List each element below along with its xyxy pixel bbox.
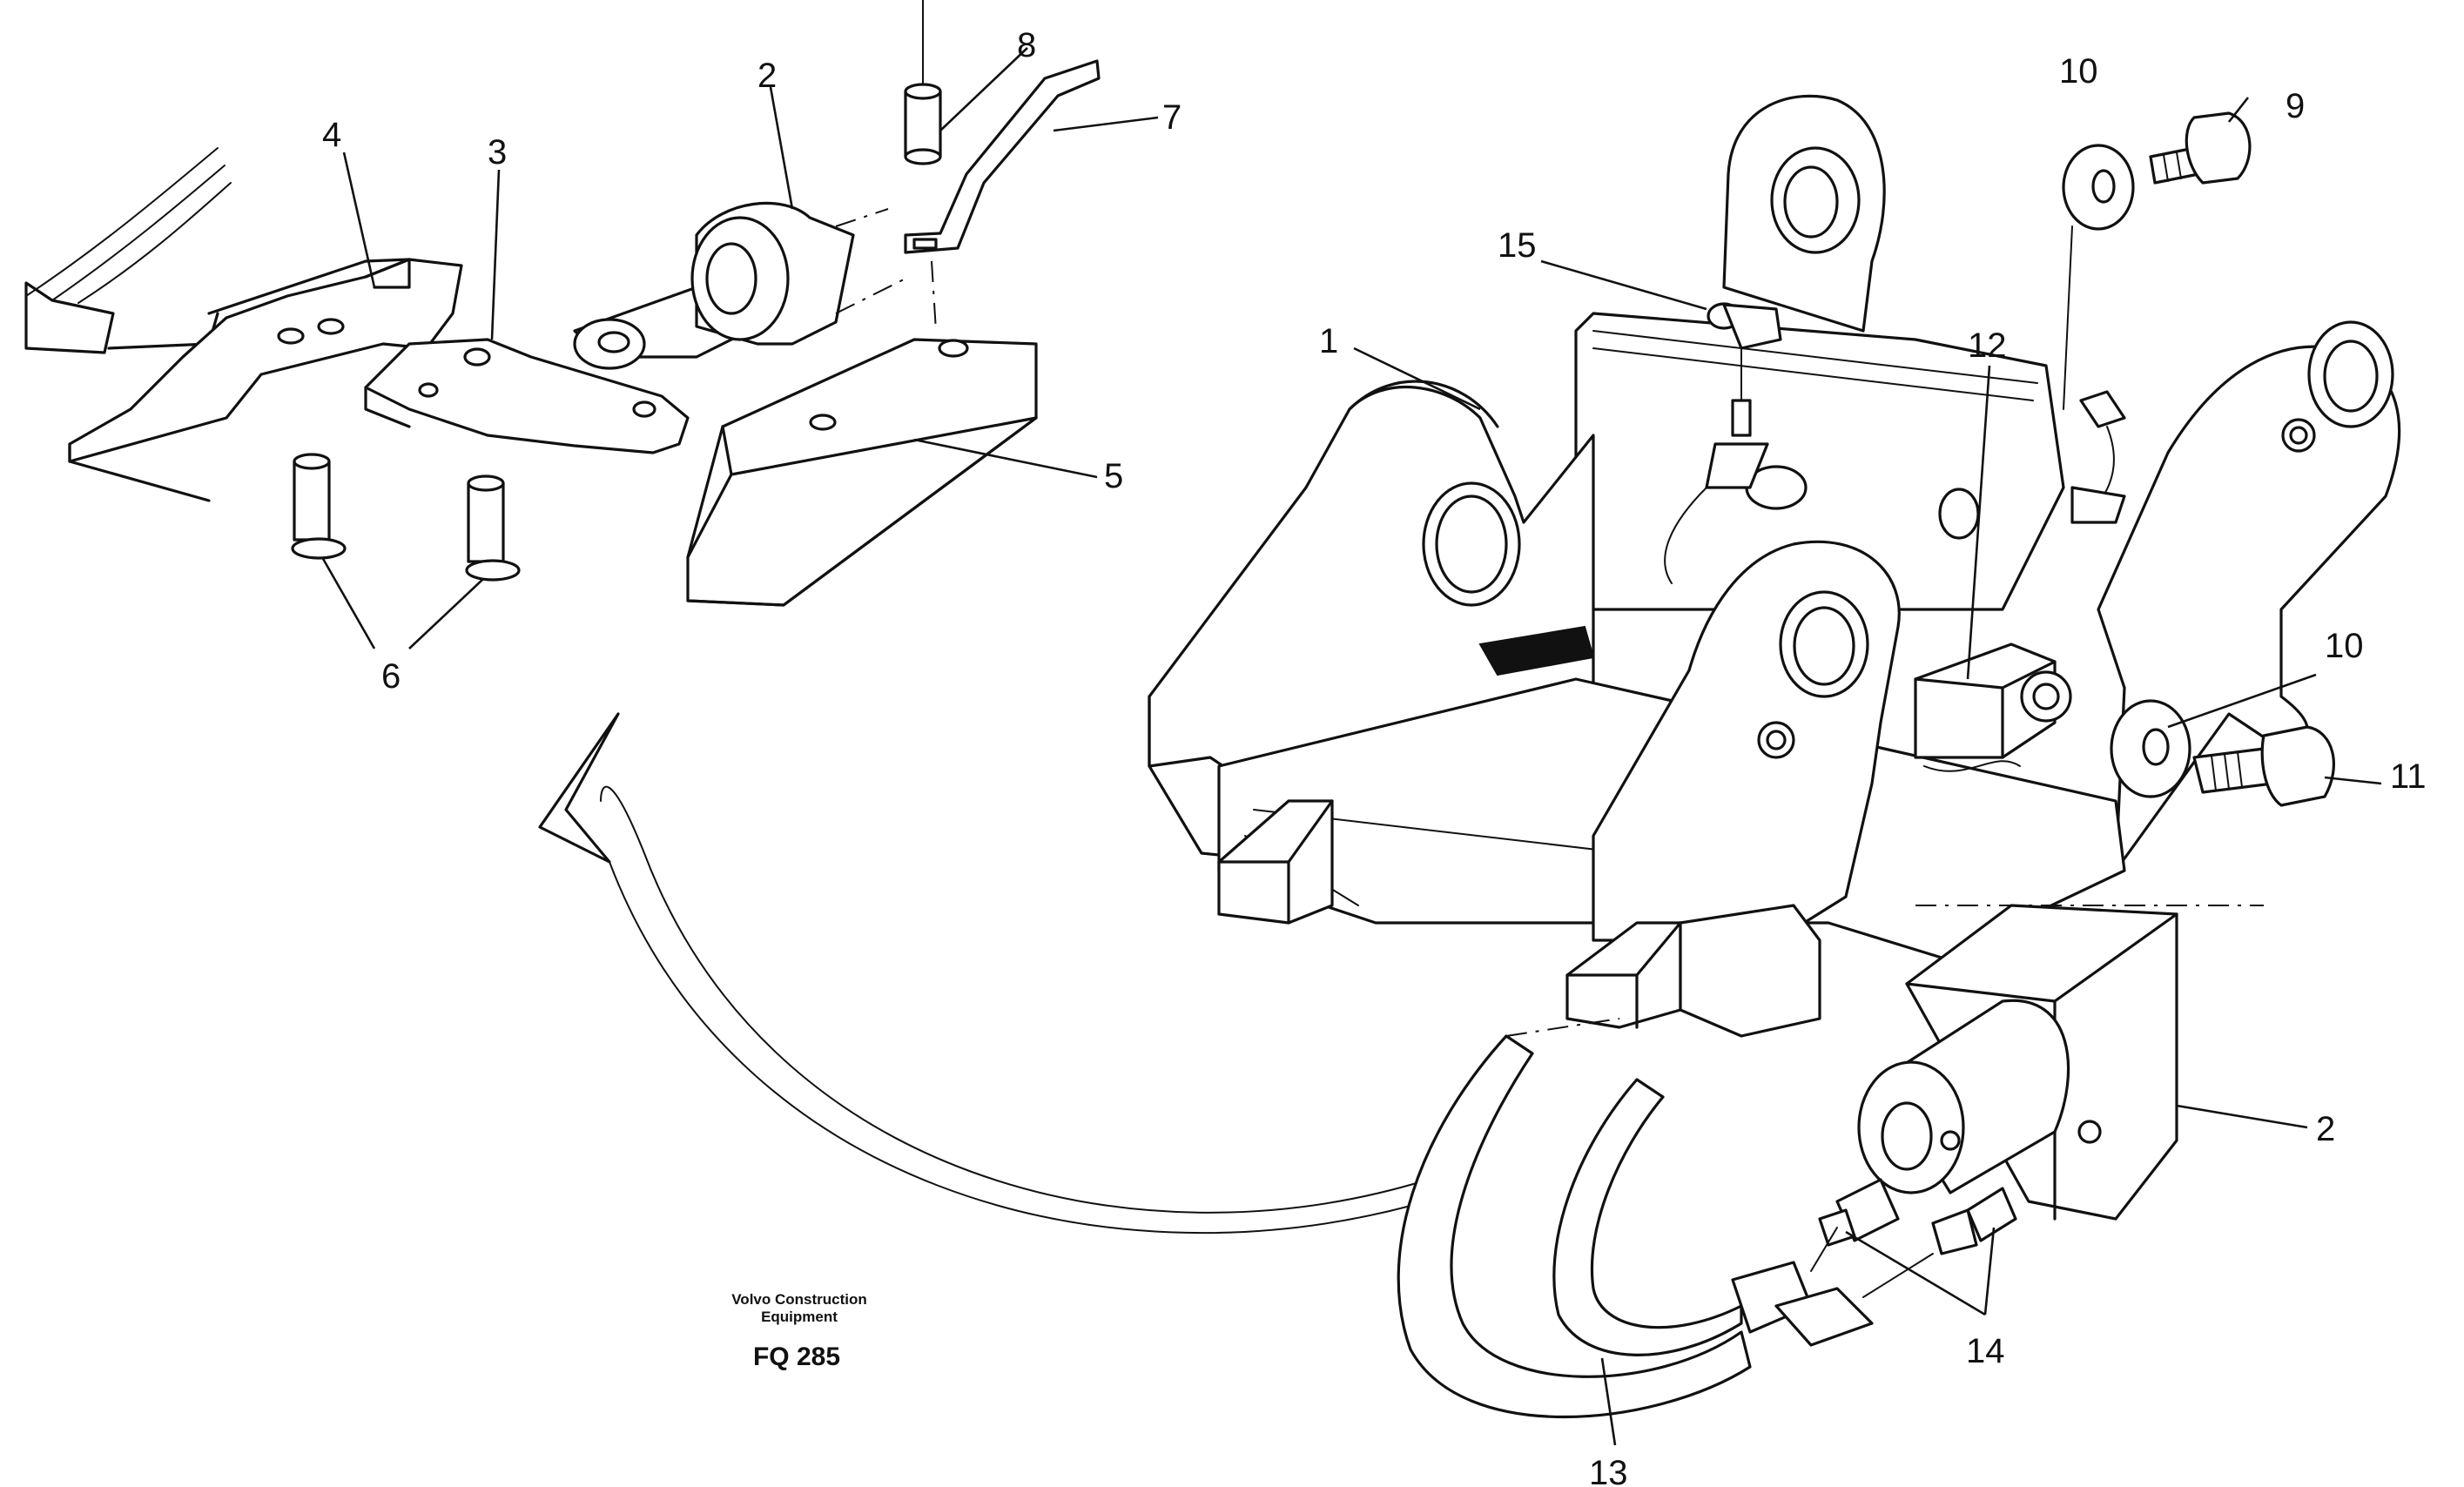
callout-7: 7 — [1162, 98, 1182, 137]
latch-hook-part-4 — [68, 258, 463, 502]
bucket-edge-fragment — [24, 147, 232, 354]
caption-division: Equipment — [761, 1309, 838, 1325]
wedge-part-5 — [686, 338, 1038, 607]
washer-part-10-lower — [2110, 699, 2191, 798]
callout-2-right: 2 — [2316, 1110, 2335, 1148]
callout-10-top: 10 — [2059, 52, 2098, 91]
callout-4: 4 — [322, 116, 341, 154]
callout-8: 8 — [1017, 26, 1036, 64]
pins-part-6 — [291, 453, 521, 582]
quick-coupler-frame-part-1 — [1148, 94, 2401, 1038]
callout-5: 5 — [1104, 457, 1123, 495]
link-plate-part-3 — [364, 338, 690, 454]
valve-block-part-12 — [1914, 643, 2072, 772]
callout-labels: 1 2 2 3 4 5 6 7 8 9 10 10 11 12 13 14 15 — [322, 26, 2427, 1487]
callout-1: 1 — [1319, 322, 1338, 360]
callout-14: 14 — [1966, 1332, 2005, 1370]
rod-part-7 — [904, 59, 1101, 332]
assembly-direction-arrow — [538, 712, 1429, 1235]
callout-12: 12 — [1968, 326, 2007, 365]
bolt-part-9 — [2149, 111, 2252, 185]
hose-fitting-part-15 — [1664, 302, 2126, 584]
callout-2-left: 2 — [757, 57, 777, 95]
callout-13: 13 — [1589, 1454, 1628, 1487]
callout-10-right: 10 — [2325, 627, 2364, 665]
leader-lines — [320, 47, 2382, 1446]
callout-9: 9 — [2286, 87, 2305, 125]
hoses-part-13 — [1397, 1018, 1934, 1419]
caption-company: Volvo Construction — [731, 1291, 867, 1308]
callout-15: 15 — [1498, 226, 1537, 265]
callout-6: 6 — [381, 657, 401, 696]
fittings-part-14 — [1818, 1178, 2017, 1255]
callout-11: 11 — [2390, 757, 2427, 796]
valve-part-2-assembly — [1857, 904, 2178, 1221]
callout-3: 3 — [488, 133, 507, 172]
figure-code: FQ 285 — [753, 1342, 840, 1371]
figure-caption: Volvo Construction Equipment FQ 285 — [731, 1291, 867, 1371]
cylinder-part-2-detail — [573, 201, 906, 370]
sleeve-part-8 — [904, 0, 942, 165]
washer-part-10-upper — [2062, 144, 2135, 410]
bolt-part-11 — [2192, 725, 2335, 807]
